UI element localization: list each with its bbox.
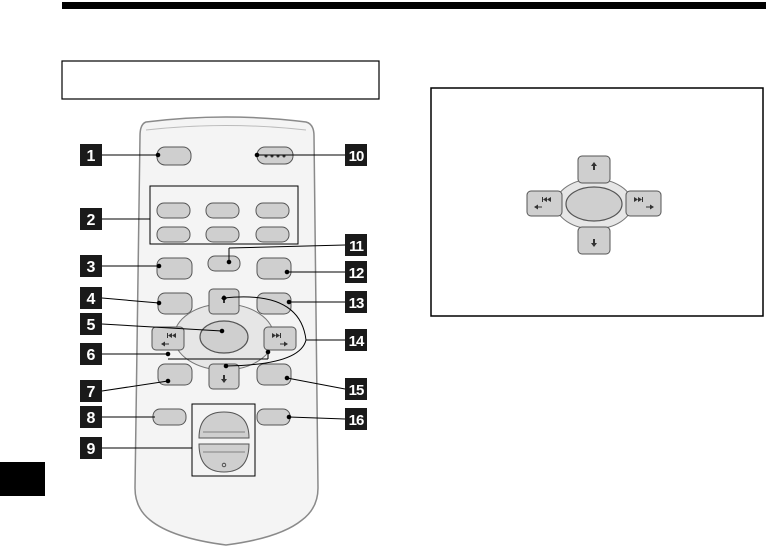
callout-12: 12 [345, 261, 367, 283]
callout-6-number: 6 [87, 347, 96, 364]
remote-button-11[interactable] [208, 256, 240, 271]
callout-11: 11 [345, 234, 367, 256]
nav-right-button[interactable] [264, 327, 296, 350]
callout-3: 3 [80, 255, 102, 277]
remote-button-3[interactable] [157, 258, 192, 279]
remote-button-13[interactable] [257, 293, 291, 314]
callout-2: 2 [80, 208, 102, 230]
callout-16: 16 [345, 408, 367, 430]
detail-right-button[interactable] [626, 191, 661, 216]
header-rule [62, 2, 766, 9]
callout-13: 13 [345, 291, 367, 313]
remote-button-15[interactable] [257, 364, 291, 385]
callout-9: 9 [80, 437, 102, 459]
remote-top-left-button[interactable] [157, 147, 191, 165]
remote-control [135, 117, 318, 545]
callout-14-number: 14 [349, 333, 365, 350]
callout-9-number: 9 [87, 441, 96, 458]
detail-navigation-cluster [527, 156, 661, 254]
preset-button-4[interactable] [157, 227, 190, 242]
callout-7-number: 7 [87, 384, 96, 401]
remote-button-12[interactable] [257, 258, 291, 279]
callout-11-number: 11 [349, 238, 364, 255]
preset-button-2[interactable] [206, 203, 239, 218]
callout-15: 15 [345, 378, 367, 400]
nav-center-button[interactable] [200, 321, 248, 353]
callout-5: 5 [80, 313, 102, 335]
callout-4-number: 4 [87, 291, 96, 308]
preset-button-5[interactable] [206, 227, 239, 242]
callout-8: 8 [80, 406, 102, 428]
detail-center-button[interactable] [566, 187, 622, 221]
callout-16-number: 16 [349, 412, 364, 429]
callout-4: 4 [80, 287, 102, 309]
remote-button-8[interactable] [153, 409, 186, 425]
preset-button-6[interactable] [256, 227, 289, 242]
preset-button-3[interactable] [256, 203, 289, 218]
title-box [62, 61, 379, 99]
callout-5-number: 5 [87, 317, 96, 334]
nav-left-button[interactable] [152, 327, 184, 350]
callout-14: 14 [345, 329, 367, 351]
page-side-tab [0, 462, 45, 496]
callout-8-number: 8 [87, 410, 96, 427]
callout-1: 1 [80, 144, 102, 166]
callout-10: 10 [345, 144, 367, 166]
preset-button-1[interactable] [157, 203, 190, 218]
callout-3-number: 3 [87, 259, 96, 276]
detail-left-button[interactable] [527, 191, 562, 216]
callout-12-number: 12 [349, 265, 364, 282]
callout-7: 7 [80, 380, 102, 402]
remote-button-4[interactable] [158, 293, 192, 314]
callout-15-number: 15 [349, 382, 364, 399]
callout-13-number: 13 [349, 295, 364, 312]
remote-button-16[interactable] [257, 409, 290, 425]
callout-1-number: 1 [87, 148, 96, 165]
callout-10-number: 10 [349, 148, 364, 165]
callout-6: 6 [80, 343, 102, 365]
callout-2-number: 2 [87, 212, 96, 229]
